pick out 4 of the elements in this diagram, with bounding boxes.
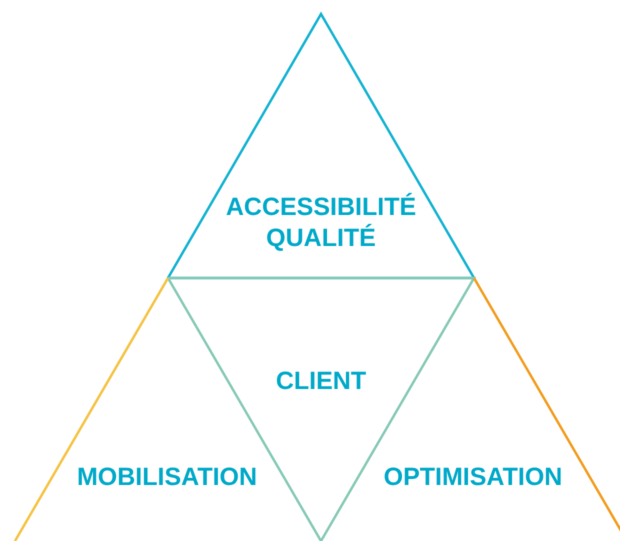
triangle-label: CLIENT bbox=[274, 366, 368, 397]
triangle-label: OPTIMISATION bbox=[382, 462, 564, 493]
triangle-label: ACCESSIBILITÉ QUALITÉ bbox=[224, 192, 418, 254]
triangle-label: MOBILISATION bbox=[76, 462, 258, 493]
